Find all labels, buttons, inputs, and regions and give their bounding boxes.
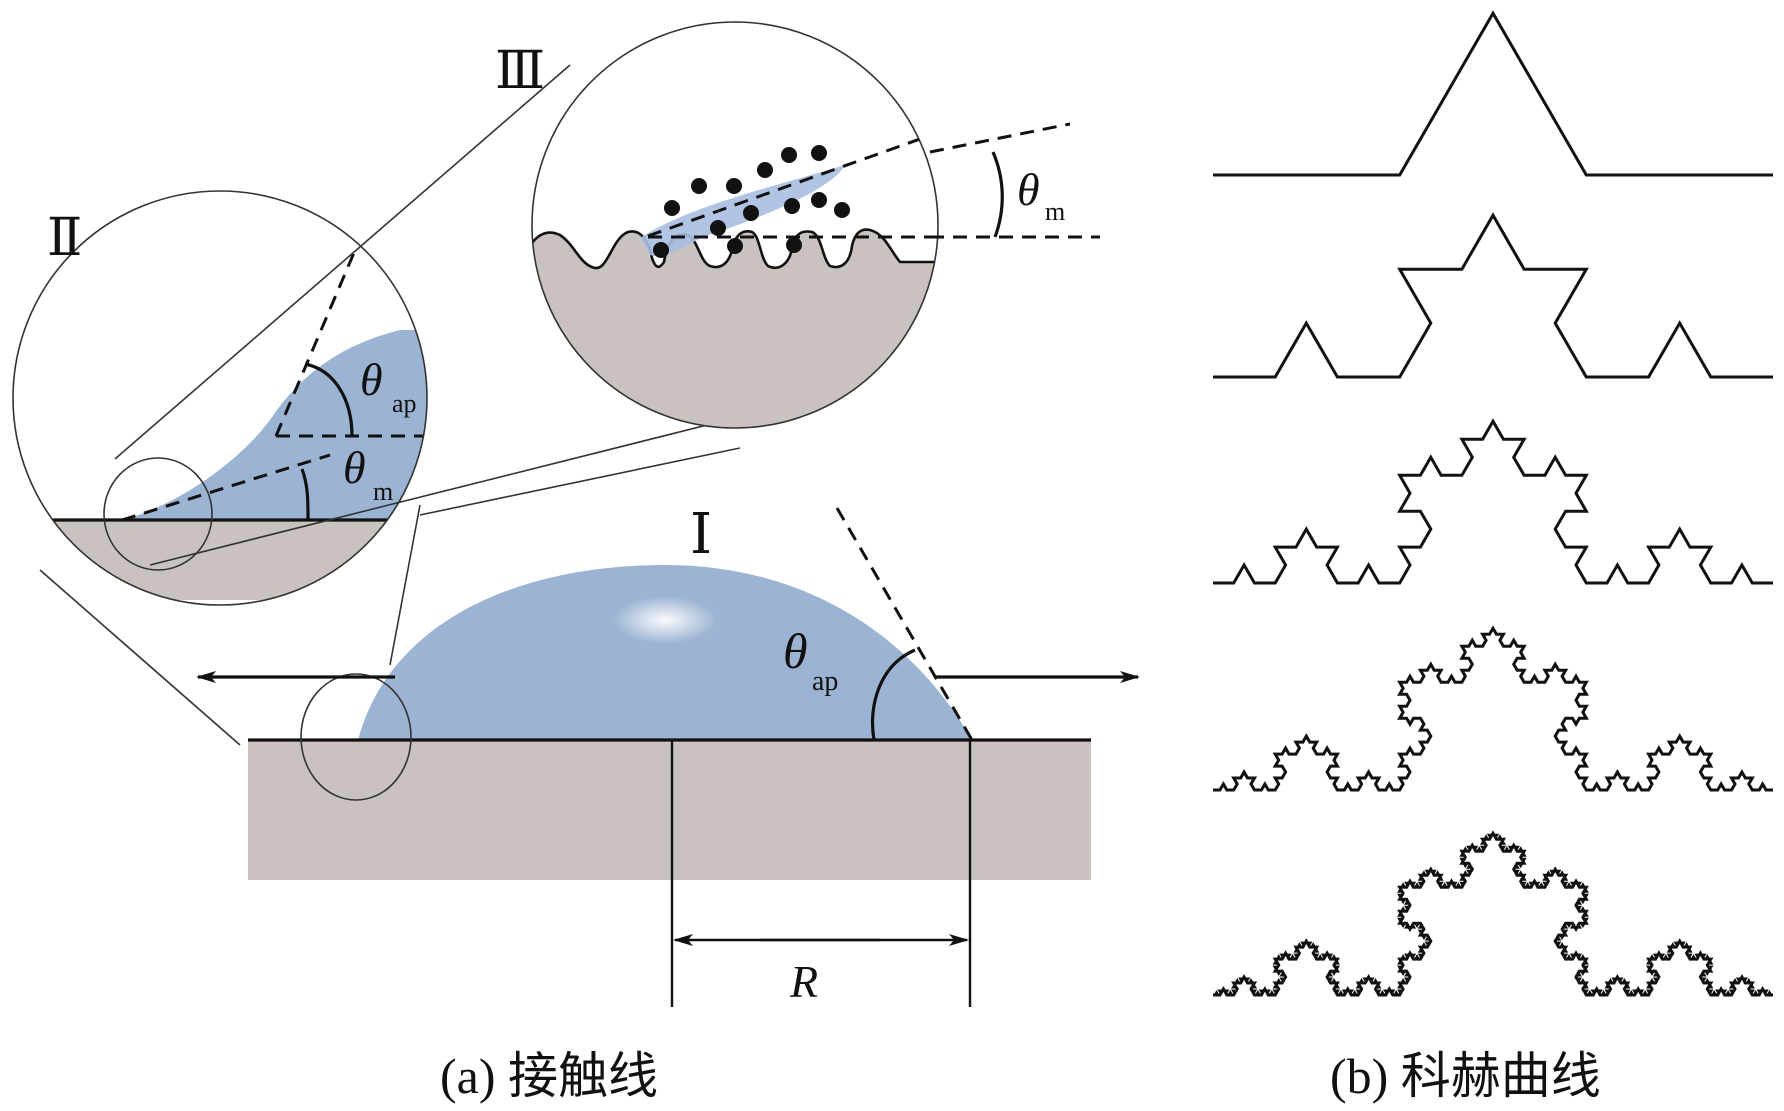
koch-curve-iteration-5 [1213, 830, 1773, 997]
contact-region-circle [300, 673, 412, 801]
molecule-dot [664, 200, 680, 216]
koch-curve-iteration-4 [1213, 625, 1773, 792]
molecule-dot [786, 237, 802, 253]
theta-symbol: θ [343, 442, 366, 493]
molecule-dot [743, 205, 759, 221]
droplet-highlight [613, 596, 717, 644]
zoom-connector-line [419, 447, 741, 516]
theta-m-arc-III [991, 151, 1004, 238]
panel-b-caption: (b) 科赫曲线 [1330, 1048, 1601, 1104]
region-I-label: Ⅰ [690, 504, 712, 566]
molecule-dot [811, 145, 827, 161]
theta-ap-arc-II [304, 362, 354, 437]
zoom-connector-line [149, 417, 736, 566]
panel-a-contact-line: R Ⅰ θ ap Ⅱ [12, 21, 1140, 1104]
molecule-dot [757, 162, 773, 178]
micro-angle-tangent [121, 453, 331, 522]
zoom-circle-III [531, 21, 939, 429]
apparent-angle-tangent [274, 247, 358, 437]
substrate-main [248, 740, 1091, 880]
theta-symbol: θ [1017, 164, 1040, 215]
zoom-circle-II [12, 190, 428, 606]
zoom-connector-line [39, 569, 241, 746]
subscript-ap: ap [812, 666, 838, 697]
theta-m-arc-II [300, 468, 310, 521]
rough-substrate-III [532, 228, 938, 428]
theta-ap-label-main: θ ap [783, 623, 838, 697]
theta-symbol: θ [360, 354, 383, 405]
radius-label: R [789, 956, 818, 1007]
koch-curve-stack [1213, 10, 1773, 997]
molecule-dot [653, 242, 669, 258]
koch-curve-iteration-3 [1213, 418, 1773, 585]
subscript-m: m [373, 477, 393, 506]
substrate-zoom-II [26, 520, 426, 600]
molecule-dot [710, 220, 726, 236]
molecule-dot [727, 238, 743, 254]
liquid-film-III [640, 165, 845, 256]
region-II-label: Ⅱ [47, 210, 82, 267]
zoom-connector-line [114, 64, 571, 460]
molecule-dot [811, 192, 827, 208]
contact-circle-II-small [103, 457, 213, 571]
molecule-dot [691, 178, 707, 194]
panel-a-caption: (a) 接触线 [440, 1048, 658, 1104]
zoom-region-II: Ⅱ θ ap θ m [12, 64, 741, 606]
theta-symbol: θ [783, 623, 808, 679]
droplet-main [358, 565, 972, 740]
molecule-dot [834, 202, 850, 218]
molecule-dot [784, 198, 800, 214]
micro-angle-tangent-III [647, 122, 938, 238]
zoom-region-III: Ⅲ θ m [495, 21, 1100, 429]
zoom-connector-line [389, 504, 421, 666]
subscript-ap: ap [392, 389, 417, 418]
subscript-m: m [1045, 197, 1065, 226]
micro-angle-tangent-ext [929, 122, 1071, 154]
koch-curve-iteration-2 [1213, 212, 1773, 379]
panel-b-koch-curves: (b) 科赫曲线 [1213, 10, 1773, 1104]
molecule-dot [726, 178, 742, 194]
molecule-dot [781, 147, 797, 163]
region-III-label: Ⅲ [495, 43, 545, 100]
koch-curve-iteration-1 [1213, 10, 1773, 177]
apparent-angle-arc [870, 648, 916, 741]
molecules [653, 145, 850, 258]
